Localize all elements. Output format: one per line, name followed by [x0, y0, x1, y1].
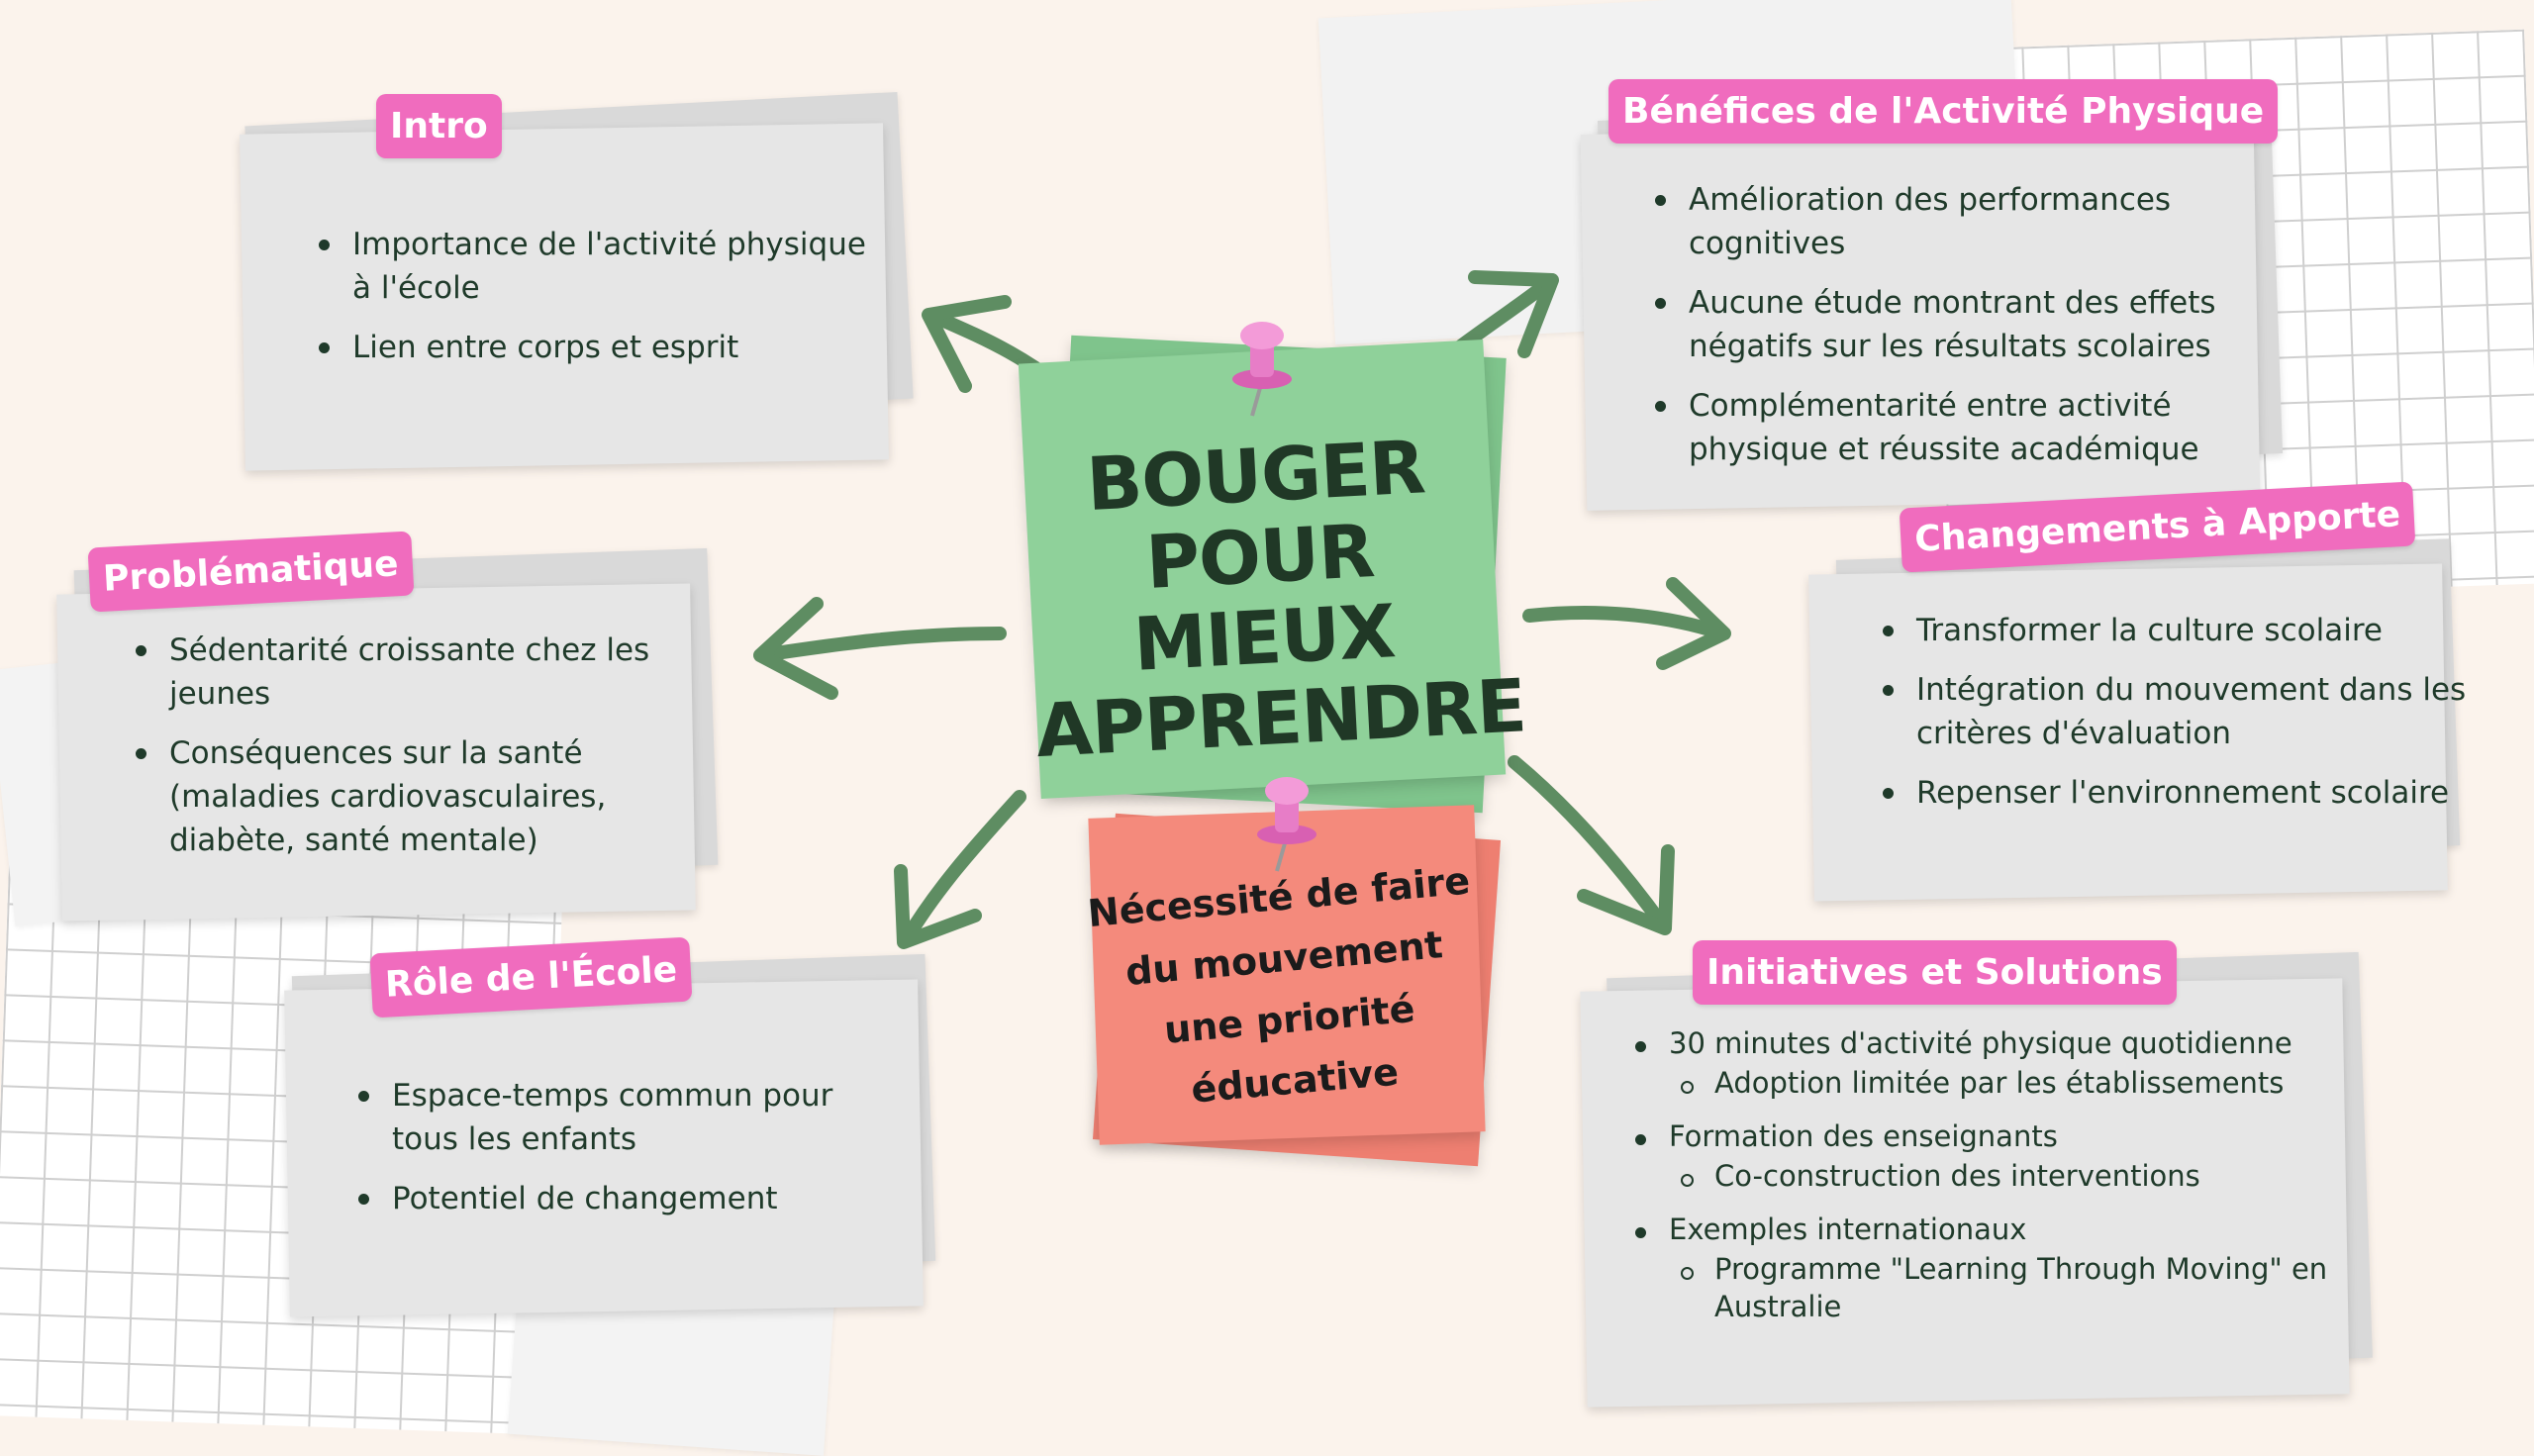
list-item: Intégration du mouvement dans les critèr… [1883, 668, 2471, 755]
benefices-list: Amélioration des performances cognitives… [1653, 178, 2273, 487]
list-item: Espace-temps commun pour tous les enfant… [358, 1074, 907, 1161]
arrow-to-role [894, 790, 1026, 949]
initiatives-list: 30 minutes d'activité physique quotidien… [1633, 1024, 2362, 1341]
list-subitem: Programme "Learning Through Moving" en A… [1681, 1250, 2362, 1325]
list-item: Exemples internationaux [1635, 1211, 2362, 1248]
list-item: Repenser l'environnement scolaire [1883, 771, 2471, 815]
list-item: 30 minutes d'activité physique quotidien… [1635, 1024, 2362, 1062]
pushpin-icon [1232, 322, 1292, 417]
arrow-to-problematique [753, 597, 1007, 700]
list-item: Importance de l'activité physique à l'éc… [319, 223, 867, 310]
arrow-to-changements [1522, 577, 1731, 670]
tag-benefices: Bénéfices de l'Activité Physique [1608, 79, 2279, 144]
list-item: Aucune étude montrant des effets négatif… [1655, 281, 2273, 368]
list-item: Conséquences sur la santé (maladies card… [136, 731, 684, 862]
priority-text: Nécessité de faire du mouvement une prio… [1069, 848, 1505, 1129]
intro-list: Importance de l'activité physique à l'éc… [317, 223, 867, 385]
list-item: Amélioration des performances cognitives [1655, 178, 2273, 265]
list-item: Formation des enseignants [1635, 1117, 2362, 1155]
list-item: Potentiel de changement [358, 1177, 907, 1220]
list-item: Complémentarité entre activité physique … [1655, 384, 2273, 471]
list-subitem: Co-construction des interventions [1681, 1157, 2362, 1195]
list-item: Lien entre corps et esprit [319, 326, 867, 369]
pushpin-icon [1257, 777, 1316, 872]
tag-intro: Intro [376, 94, 502, 158]
list-item: Sédentarité croissante chez les jeunes [136, 629, 684, 716]
changements-list: Transformer la culture scolaire Intégrat… [1881, 609, 2471, 830]
list-item: Transformer la culture scolaire [1883, 609, 2471, 652]
role-list: Espace-temps commun pour tous les enfant… [356, 1074, 907, 1236]
problematique-list: Sédentarité croissante chez les jeunes C… [134, 629, 684, 878]
tag-initiatives: Initiatives et Solutions [1693, 940, 2177, 1005]
central-title: BOUGER POUR MIEUX APPRENDRE [1022, 424, 1528, 774]
list-subitem: Adoption limitée par les établissements [1681, 1064, 2362, 1102]
arrow-to-initiatives [1508, 755, 1675, 935]
